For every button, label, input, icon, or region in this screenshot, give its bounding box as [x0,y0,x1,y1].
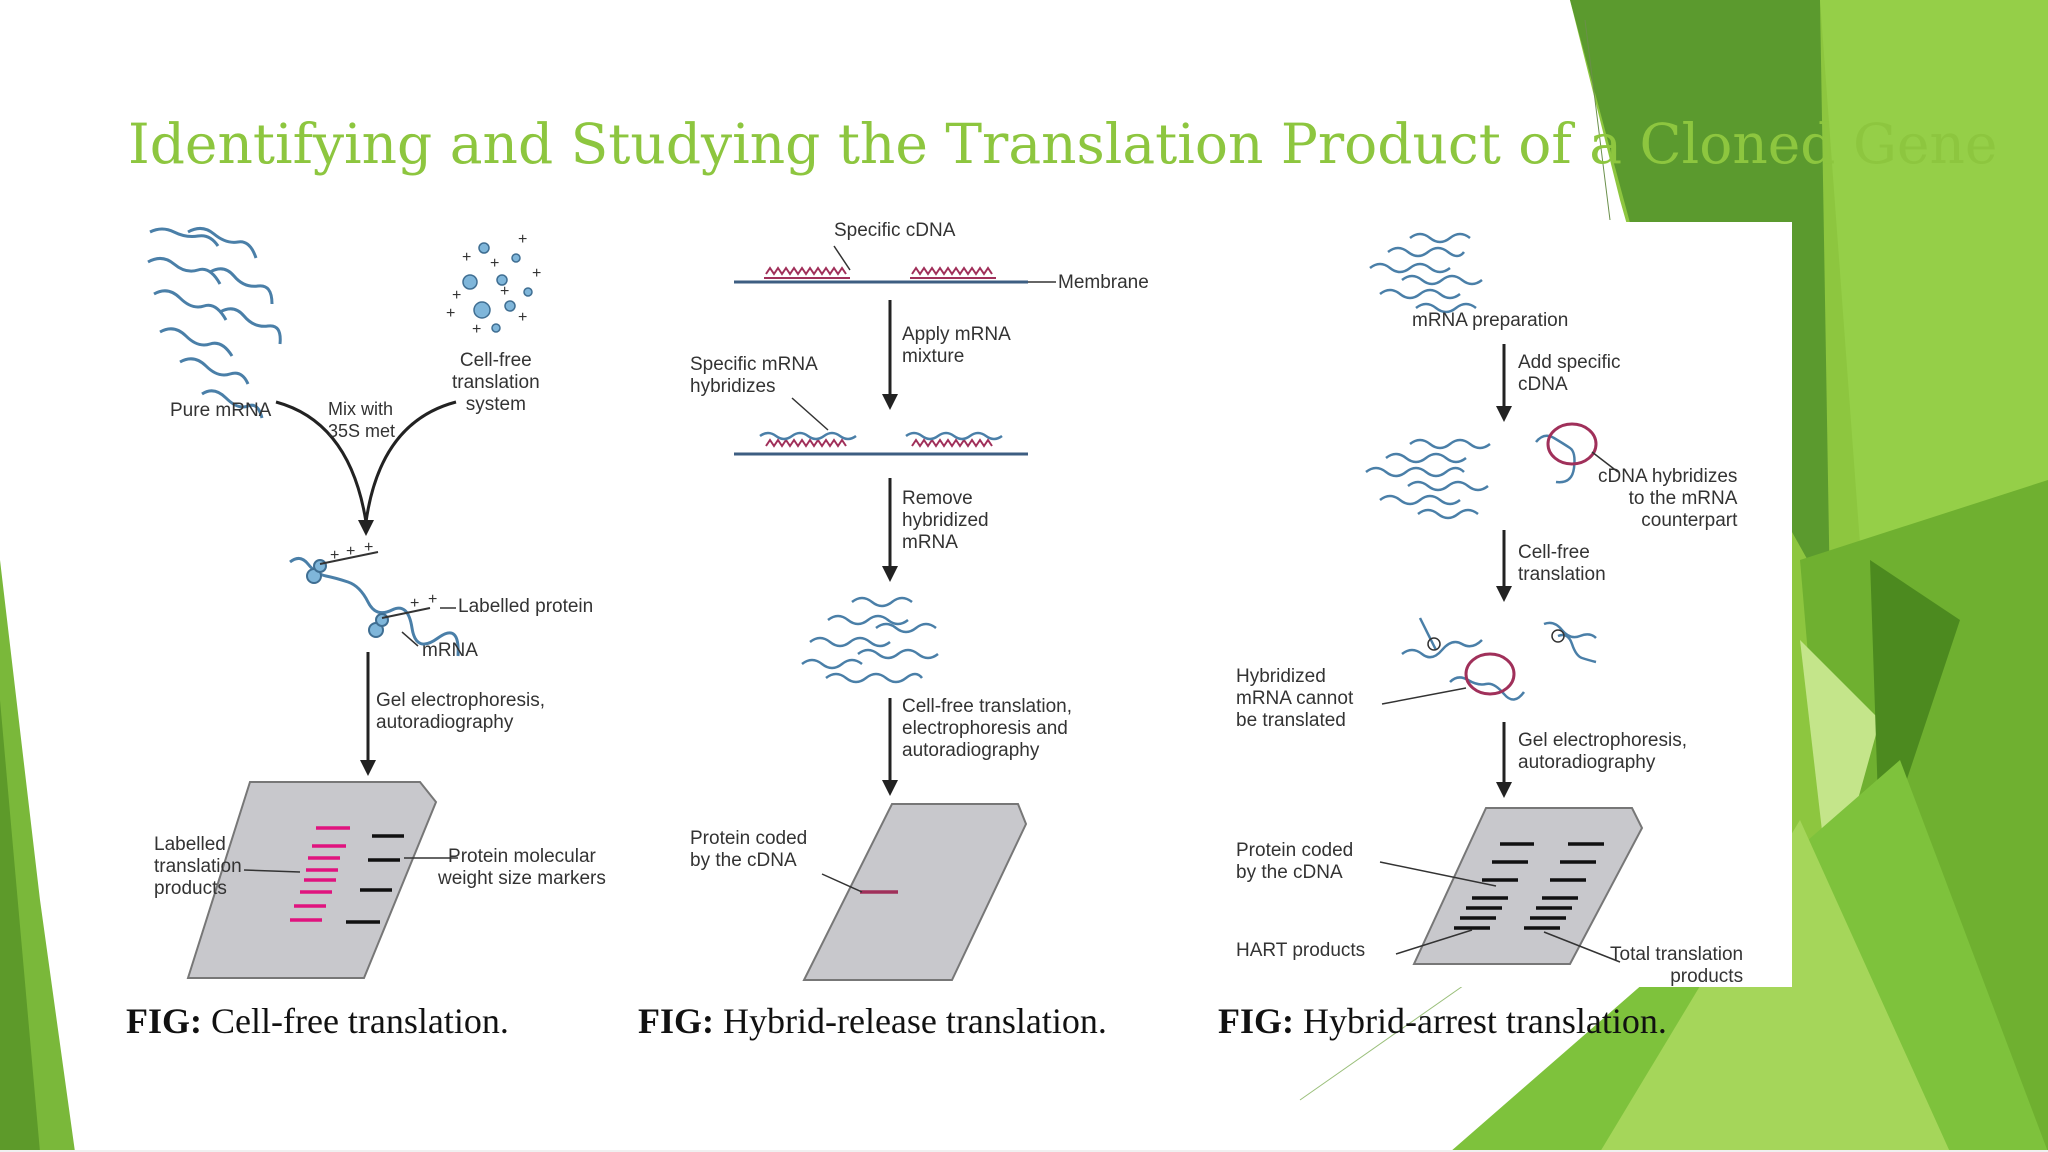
svg-text:+: + [518,309,527,326]
svg-text:+: + [446,305,455,322]
caption-text: Cell-free translation. [211,1001,509,1041]
labelled-protein-label: Labelled protein [458,596,594,617]
caption-cell-free: FIG: Cell-free translation. [126,1000,509,1042]
cell-free-diagram: +++ +++ +++ +++ ++ [147,227,541,979]
mix-label: Mix with 35S met [328,399,396,441]
remove-hybridized-label: Remove hybridized mRNA [902,488,989,553]
svg-text:+: + [518,231,527,248]
figure-cell-free: +++ +++ +++ +++ ++ [140,222,620,992]
hybrid-arrest-diagram [1365,232,1644,965]
specific-mrna-hybridizes-label: Specific mRNA hybridizes [690,354,818,397]
membrane-label: Membrane [1058,272,1149,293]
specific-cdna-label: Specific cDNA [834,220,956,241]
caption-prefix: FIG: [638,1001,714,1041]
cell-free-translation-label: Cell-free translation, electrophoresis a… [902,696,1073,761]
svg-text:+: + [346,543,355,560]
svg-text:+: + [364,539,373,556]
svg-text:+: + [330,547,339,564]
gel-electrophoresis-label: Gel electrophoresis, autoradiography [1518,730,1687,773]
svg-text:+: + [462,249,471,266]
svg-text:+: + [500,283,509,300]
cell-free-label: Cell-free translation [1518,542,1606,585]
svg-text:+: + [452,287,461,304]
caption-hybrid-release: FIG: Hybrid-release translation. [638,1000,1107,1042]
svg-text:+: + [472,321,481,338]
protein-coded-label: Protein coded by the cDNA [1236,840,1354,883]
caption-text: Hybrid-release translation. [723,1001,1107,1041]
mrna-label: mRNA [422,640,478,661]
total-products-label: Total translation products [1610,944,1744,987]
apply-mixture-label: Apply mRNA mixture [902,324,1011,367]
svg-text:+: + [428,591,437,608]
cdna-hybridizes-label: cDNA hybridizes to the mRNA counterpart [1598,466,1738,531]
add-cdna-label: Add specific cDNA [1518,352,1621,395]
gel-label: Gel electrophoresis, autoradiography [376,690,545,733]
svg-text:+: + [410,595,419,612]
protein-coded-label: Protein coded by the cDNA [690,828,808,871]
caption-hybrid-arrest: FIG: Hybrid-arrest translation. [1218,1000,1667,1042]
figure-hybrid-release: Specific cDNA Membrane Apply mRNA mixtur… [680,218,1180,988]
markers-label: Protein molecular weight size markers [438,846,606,889]
pure-mrna-label: Pure mRNA [170,400,272,421]
svg-text:+: + [532,265,541,282]
caption-prefix: FIG: [1218,1001,1294,1041]
labelled-products-label: Labelled translation products [154,834,242,899]
cannot-translate-label: Hybridized mRNA cannot be translated [1236,666,1354,731]
hart-products-label: HART products [1236,940,1366,961]
caption-text: Hybrid-arrest translation. [1303,1001,1667,1041]
caption-prefix: FIG: [126,1001,202,1041]
cell-free-system-label: Cell-free translation system [452,350,540,415]
hybrid-release-diagram [734,245,1056,981]
slide-title: Identifying and Studying the Translation… [128,112,1998,176]
svg-text:+: + [490,255,499,272]
mrna-preparation-label: mRNA preparation [1412,310,1569,331]
figure-hybrid-arrest: mRNA preparation Add specific cDNA cDNA … [1220,222,1790,992]
